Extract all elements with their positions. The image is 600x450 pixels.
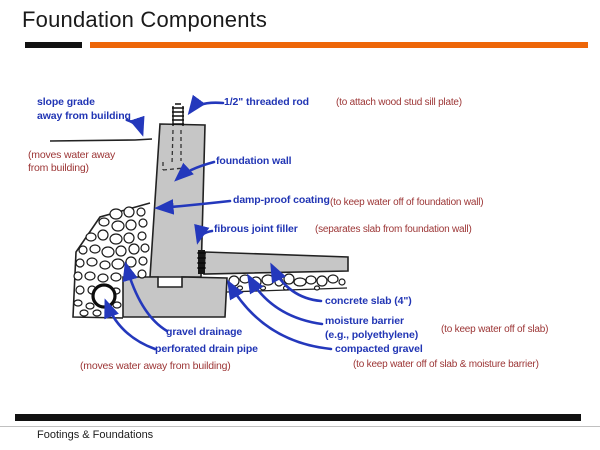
arrow-fibrous-joint [194,223,214,245]
label-concrete-slab: concrete slab (4") [325,295,412,307]
arrow-slope-grade [125,115,145,137]
title-underline-orange [90,42,588,48]
callout-arrows [104,94,333,351]
label-damp-proof: damp-proof coating [233,194,330,206]
drain-pipe-shape [91,283,117,309]
footer-bar [15,414,581,421]
arrow-threaded-rod [187,94,225,116]
gravel-drainage-pebbles [73,206,150,317]
label-slope-grade: slope grade away from building [37,96,131,122]
note-slope-grade: (moves water away from building) [28,149,116,174]
note-threaded-rod: (to attach wood stud sill plate) [336,97,462,108]
arrow-compacted-gravel [227,279,333,351]
page-title: Foundation Components [22,7,268,32]
arrow-moisture-barrier [247,273,324,326]
foundation-diagram [49,94,349,351]
note-damp-proof: (to keep water off of foundation wall) [330,197,484,208]
label-moisture-barrier: moisture barrier (e.g., polyethylene) [325,315,419,341]
note-compacted-gravel: (to keep water off of slab & moisture ba… [353,359,539,370]
label-foundation-wall: foundation wall [216,155,292,167]
foundation-wall-shape [149,123,206,278]
threaded-rod-shape [172,103,184,126]
grade-line [49,138,153,142]
note-drainage: (moves water away from building) [80,360,231,372]
label-perforated-drain-pipe: perforated drain pipe [155,343,258,355]
footer-title: Footings & Foundations [37,429,154,441]
note-fibrous-joint: (separates slab from foundation wall) [315,224,472,235]
label-threaded-rod: 1/2" threaded rod [224,96,309,108]
joint-filler-hatch [197,250,206,274]
arrow-drain-pipe [104,298,157,351]
arrow-concrete-slab [270,262,323,303]
title-underline-black [25,42,82,48]
arrow-damp-proof [154,199,232,215]
arrow-gravel-drainage [122,261,169,333]
footing-shape [122,276,228,318]
footer-line [0,426,600,427]
arrow-foundation-wall [174,160,216,182]
note-moisture-barrier: (to keep water off of slab) [441,324,549,335]
label-fibrous-joint: fibrous joint filler [214,223,298,235]
label-gravel-drainage: gravel drainage [166,326,243,338]
label-compacted-gravel: compacted gravel [335,343,423,355]
